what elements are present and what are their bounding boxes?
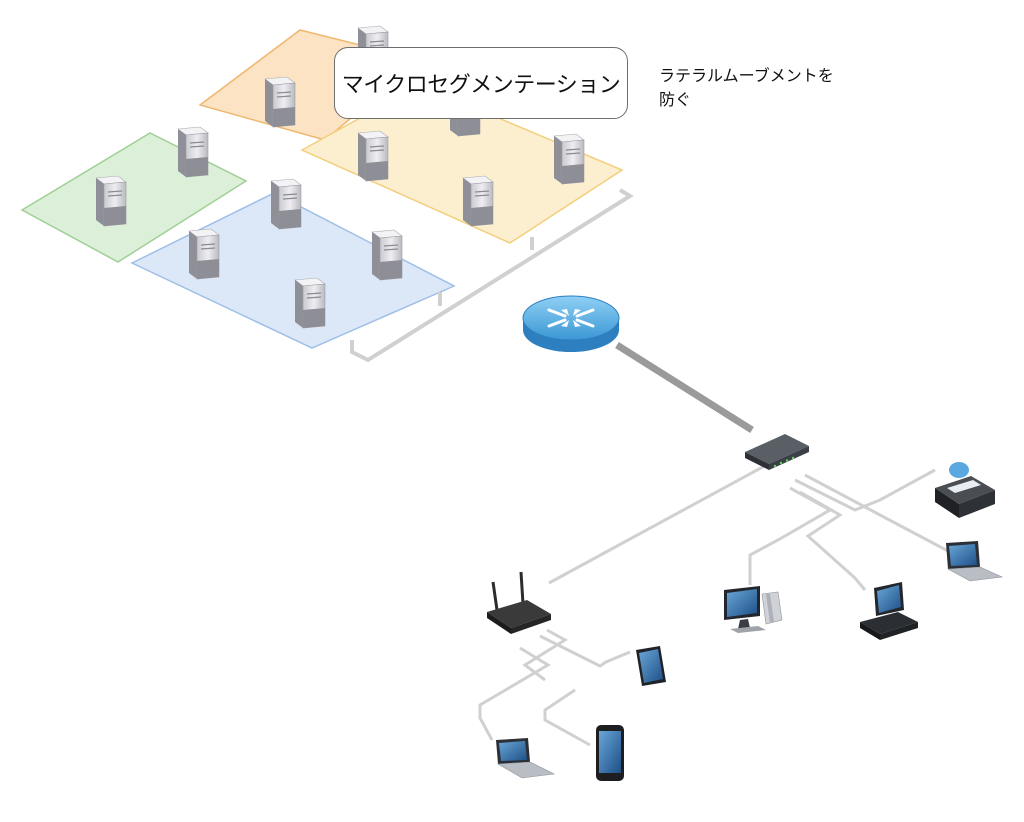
server-icon	[264, 76, 296, 128]
smartphone-icon	[596, 725, 624, 781]
laptop-icon	[946, 541, 1004, 582]
uplink-line	[615, 342, 754, 433]
printer-icon	[935, 462, 995, 518]
server-icon	[462, 175, 494, 227]
switch-icon	[745, 434, 809, 470]
desktop-computer-icon	[724, 586, 783, 633]
server-icon	[371, 229, 403, 281]
lateral-movement-note: ラテラルムーブメントを 防ぐ	[659, 64, 899, 112]
note-line-2: 防ぐ	[659, 90, 692, 109]
server-icon	[270, 178, 302, 230]
backbone-lines	[350, 188, 634, 363]
tablet-icon	[636, 646, 666, 686]
router-icon	[522, 295, 620, 352]
laptop-icon	[496, 738, 556, 779]
server-icon	[95, 175, 127, 227]
microsegmentation-callout: マイクロセグメンテーション	[334, 47, 628, 119]
server-icon	[553, 133, 585, 185]
server-icon	[357, 130, 389, 182]
note-line-1: ラテラルムーブメントを	[659, 66, 834, 85]
server-icon	[177, 126, 209, 178]
server-icon	[294, 277, 326, 329]
workstation-icon	[860, 582, 918, 640]
wireless-router-icon	[487, 571, 551, 634]
server-icon	[188, 228, 220, 280]
